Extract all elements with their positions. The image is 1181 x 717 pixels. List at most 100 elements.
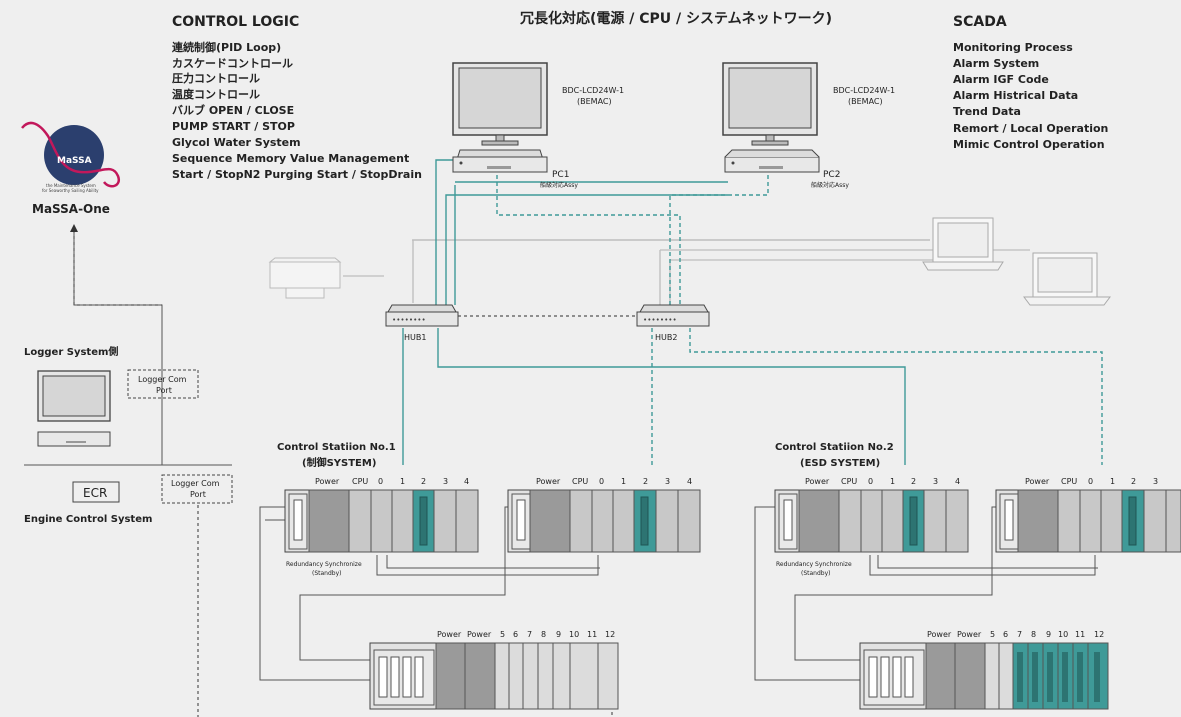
list-item: Mimic Control Operation [953, 138, 1105, 151]
slot-label: 0 [378, 477, 383, 486]
io-rack-2-labels: Power Power 5 6 7 8 9 10 11 12 [927, 630, 1104, 639]
slot-label: Power [315, 477, 340, 486]
control-logic-title: CONTROL LOGIC [172, 14, 299, 30]
hub-2: •••••••• [636, 304, 710, 327]
pc-1 [452, 149, 548, 173]
rack-1b-labels: Power CPU 0 1 2 3 4 [536, 477, 692, 486]
monitor-1 [452, 62, 548, 146]
list-item: 温度コントロール [172, 87, 260, 101]
station-2-title: Control Statiion No.2 [775, 442, 894, 453]
arrow-icon [70, 224, 78, 232]
plc-rack-1a [284, 489, 479, 553]
list-item: Sequence Memory Value Management [172, 152, 409, 165]
slot-label: 3 [933, 477, 938, 486]
plc-io-rack-2 [859, 642, 1109, 710]
list-item: カスケードコントロール [172, 57, 293, 70]
massa-logo: MaSSA the Maintenance System for Seawort… [21, 121, 121, 216]
pc-2-sub: 船級対応Assy [811, 181, 849, 189]
slot-label: 0 [1088, 477, 1093, 486]
slot-label: 4 [955, 477, 960, 486]
station-2-sub: (ESD SYSTEM) [800, 458, 880, 469]
monitor-2-model: BDC-LCD24W-1 [833, 86, 895, 95]
slot-label: 1 [400, 477, 405, 486]
slot-label: 4 [464, 477, 469, 486]
list-item: 圧力コントロール [172, 71, 260, 85]
plc-io-rack-1 [369, 642, 619, 710]
standby-label: (Standby) [312, 570, 342, 577]
ecr-label: ECR [83, 486, 107, 500]
printer-icon [268, 257, 342, 299]
slot-label: 3 [443, 477, 448, 486]
list-item: Start / StopN2 Purging Start / StopDrain [172, 168, 422, 181]
slot-label: 1 [890, 477, 895, 486]
list-item: PUMP START / STOP [172, 120, 295, 133]
port-label: Port [156, 386, 172, 395]
slot-label: 5 [500, 630, 505, 639]
logger-title: Logger System側 [24, 345, 118, 358]
slot-label: Power [1025, 477, 1050, 486]
plc-rack-2b [995, 489, 1181, 553]
pc-2-label: PC2 [823, 170, 840, 180]
slot-label: 7 [527, 630, 532, 639]
list-item: 連続制御(PID Loop) [172, 40, 281, 54]
slot-label: 2 [911, 477, 916, 486]
slot-label: Power [467, 630, 492, 639]
slot-label: 0 [868, 477, 873, 486]
logo-text: MaSSA [57, 156, 92, 166]
ecr-sub: Engine Control System [24, 514, 152, 525]
slot-label: 2 [1131, 477, 1136, 486]
redundancy-label: Redundancy Synchronize [286, 561, 362, 568]
slot-label: Power [927, 630, 952, 639]
rack-1a-labels: Power CPU 0 1 2 3 4 [315, 477, 469, 486]
slot-label: Power [805, 477, 830, 486]
pc-1-sub: 船級対応Assy [540, 181, 578, 189]
hub-1-label: HUB1 [404, 333, 426, 342]
list-item: Alarm IGF Code [953, 73, 1049, 86]
slot-label: CPU [1061, 477, 1077, 486]
logger-com-port: Logger Com Port [161, 474, 233, 504]
scada-title: SCADA [953, 14, 1007, 30]
monitor-1-maker: (BEMAC) [577, 97, 612, 106]
slot-label: CPU [352, 477, 368, 486]
standby-label: (Standby) [801, 570, 831, 577]
logo-tagline: the Maintenance System [46, 183, 96, 188]
monitor-1-model: BDC-LCD24W-1 [562, 86, 624, 95]
ecr-box: ECR [72, 481, 120, 503]
slot-label: 9 [1046, 630, 1051, 639]
slot-label: 0 [599, 477, 604, 486]
pc-1-label: PC1 [552, 170, 569, 180]
slot-label: 2 [643, 477, 648, 486]
port-label: Logger Com [138, 375, 187, 384]
laptop-icon [922, 217, 1004, 271]
scada-list: Monitoring Process Alarm System Alarm IG… [953, 41, 1108, 151]
monitor-2-maker: (BEMAC) [848, 97, 883, 106]
list-item: Remort / Local Operation [953, 122, 1108, 135]
redundancy-label: Redundancy Synchronize [776, 561, 852, 568]
slot-label: 1 [621, 477, 626, 486]
slot-label: 3 [665, 477, 670, 486]
logo-tagline: for Seaworthy Sailing Ability [42, 188, 99, 193]
slot-label: Power [957, 630, 982, 639]
slot-label: 10 [1058, 630, 1068, 639]
list-item: Glycol Water System [172, 136, 301, 149]
slot-label: 4 [687, 477, 692, 486]
slot-label: Power [536, 477, 561, 486]
list-item: Alarm Histrical Data [953, 89, 1078, 102]
logger-com-port: Logger Com Port [127, 369, 199, 399]
slot-label: 11 [587, 630, 597, 639]
slot-label: 3 [1153, 477, 1158, 486]
slot-label: 7 [1017, 630, 1022, 639]
hub-1: •••••••• [385, 304, 459, 327]
header-title: 冗長化対応(電源 / CPU / システムネットワーク) [520, 10, 832, 27]
slot-label: 9 [556, 630, 561, 639]
list-item: Monitoring Process [953, 41, 1073, 54]
list-item: バルブ OPEN / CLOSE [172, 103, 294, 117]
slot-label: 2 [421, 477, 426, 486]
slot-label: 11 [1075, 630, 1085, 639]
station-1-title: Control Statiion No.1 [277, 442, 396, 453]
rack-2a-labels: Power CPU 0 1 2 3 4 [805, 477, 960, 486]
port-label: Logger Com [171, 479, 220, 488]
laptop-icon [1023, 252, 1111, 306]
slot-label: 12 [605, 630, 615, 639]
